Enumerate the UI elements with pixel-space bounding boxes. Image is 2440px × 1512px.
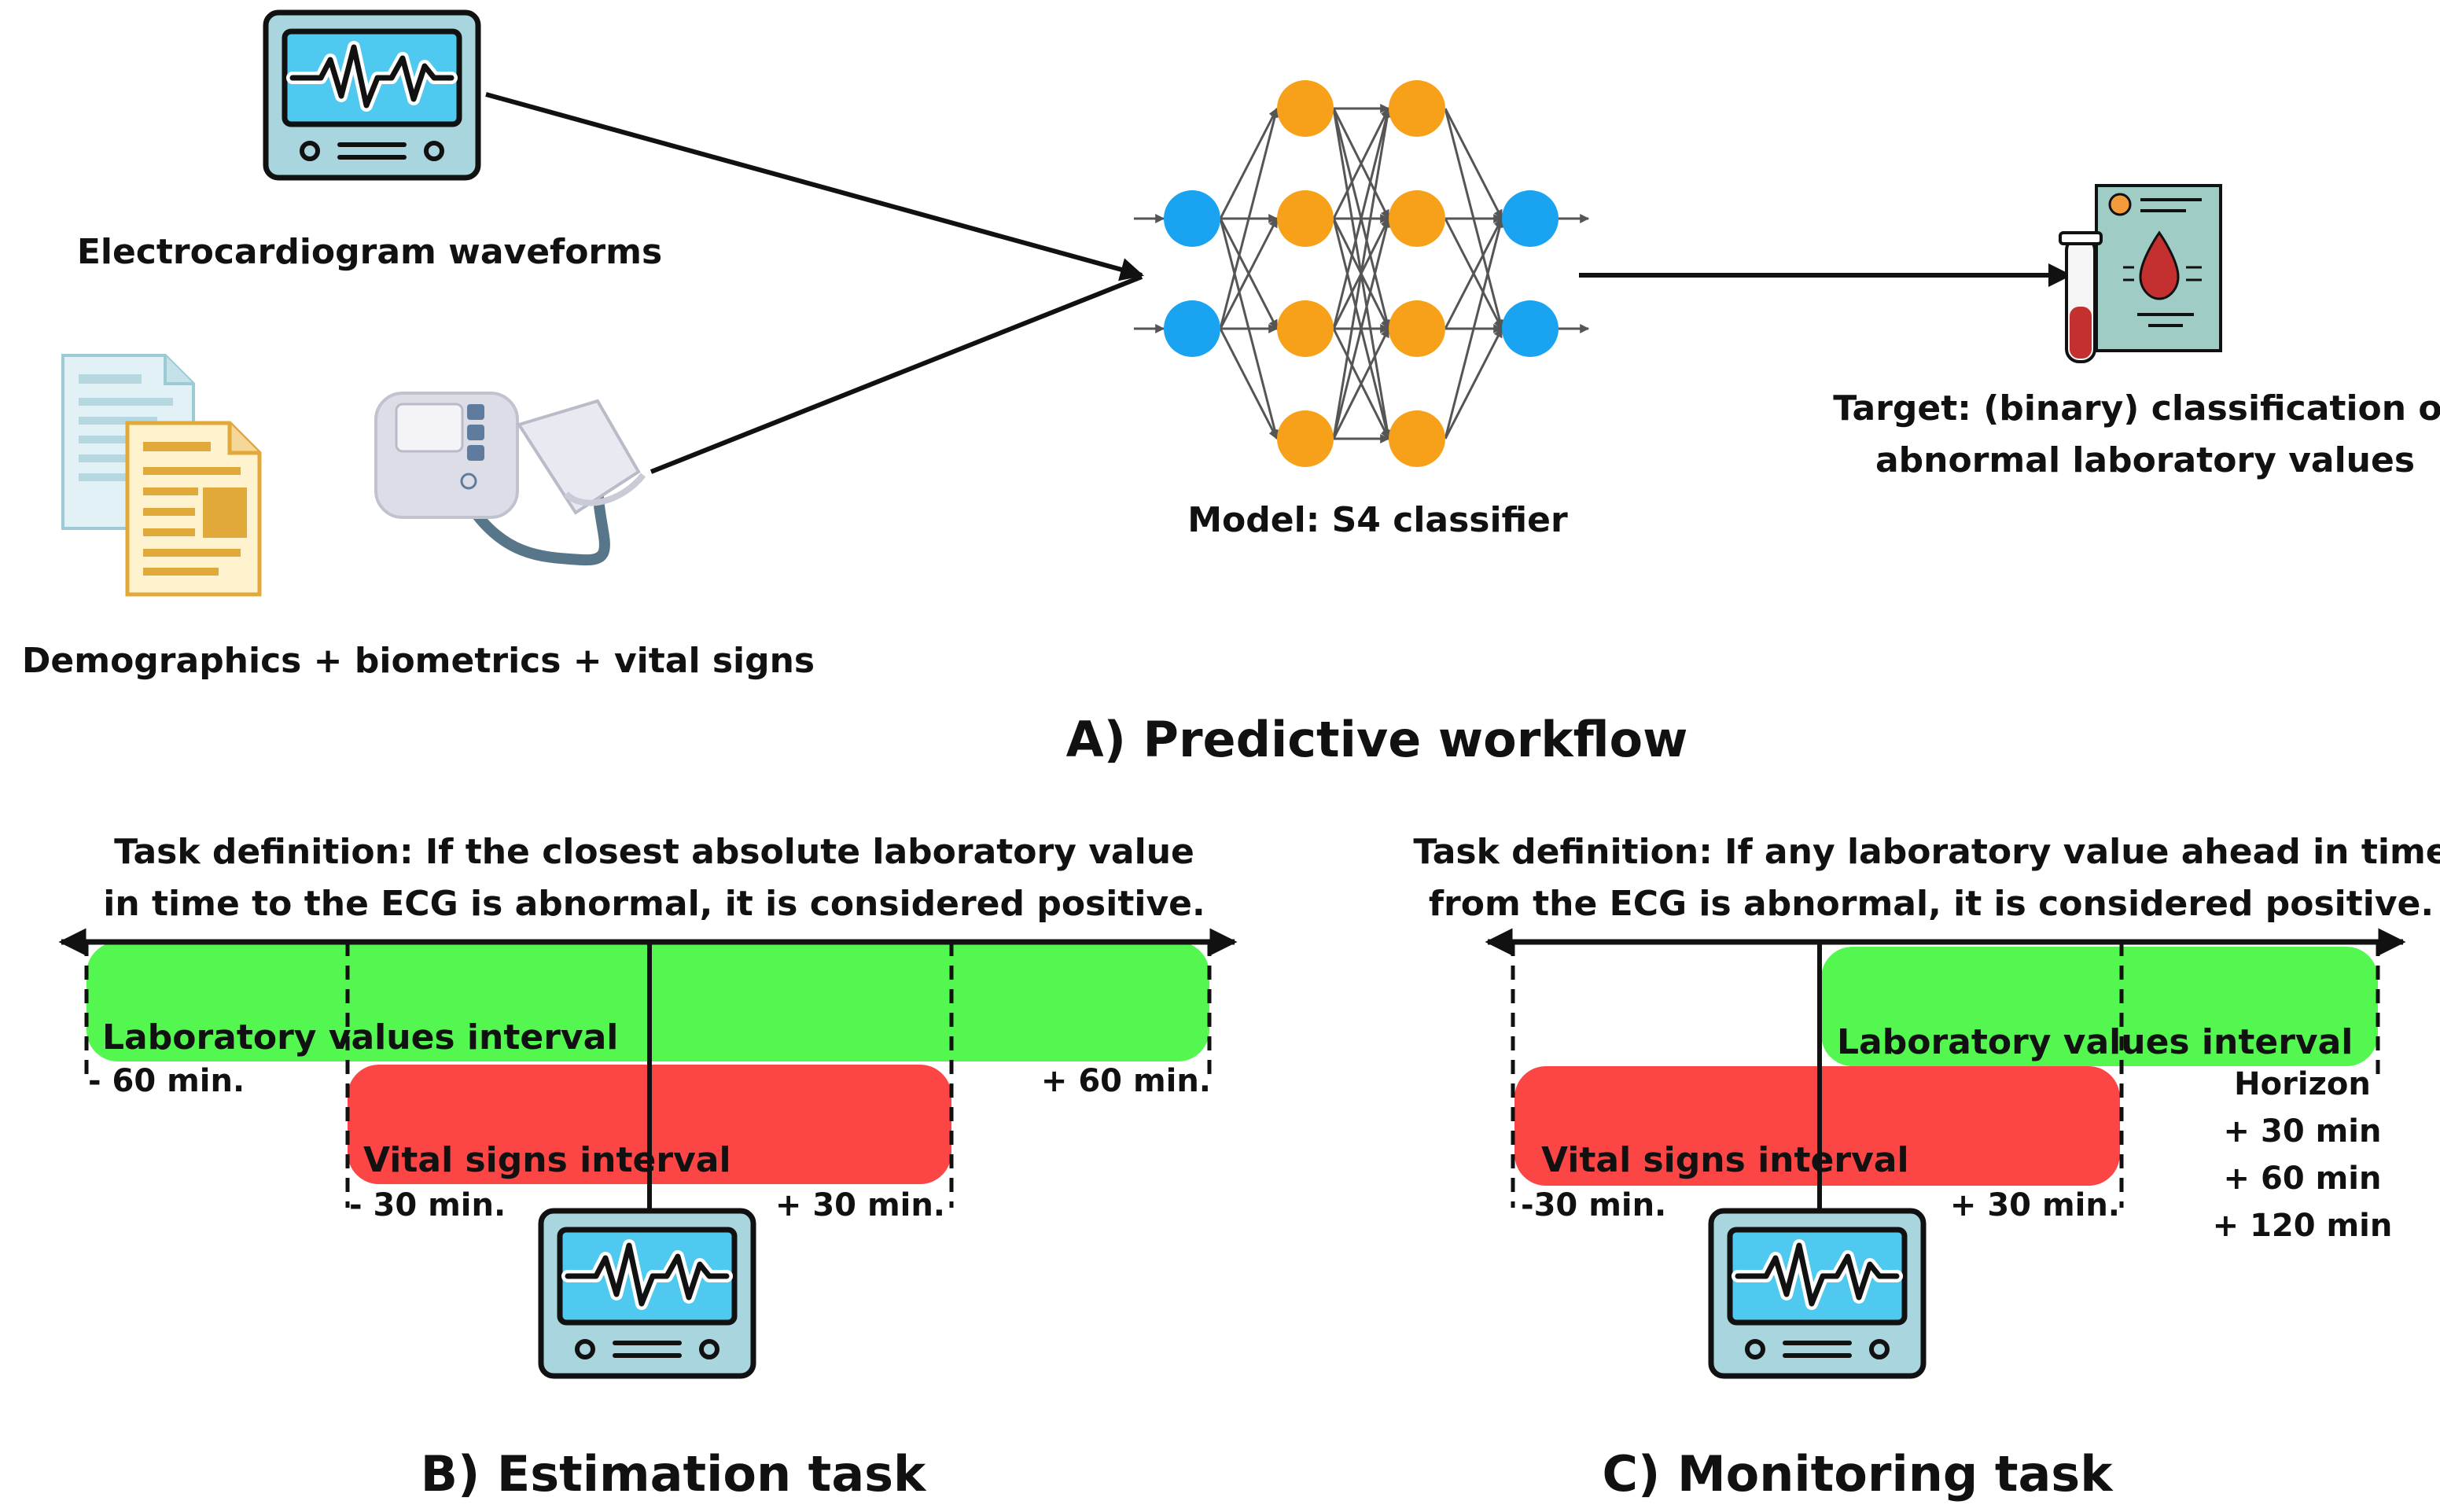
nn-io-node: [1502, 190, 1559, 247]
nn-hidden-node: [1277, 410, 1334, 467]
blood-pressure-monitor-icon: [374, 392, 646, 566]
target-label-line2: abnormal laboratory values: [1875, 440, 2415, 480]
estimation-plus30-label: + 30 min.: [775, 1187, 945, 1223]
nn-connection: [1444, 217, 1503, 329]
monitoring-lab-interval-bar: [1821, 947, 2378, 1066]
neural-network-icon: [1134, 80, 1590, 467]
nn-connection: [1332, 107, 1392, 329]
nn-connection: [1219, 107, 1279, 219]
estimation-plus60-label: + 60 min.: [1041, 1063, 1211, 1099]
estimation-minus30-label: - 30 min.: [349, 1187, 506, 1223]
nn-io-node: [1164, 300, 1220, 357]
nn-hidden-node: [1389, 300, 1445, 357]
nn-hidden-node: [1389, 80, 1445, 137]
section-a-title: A) Predictive workflow: [1066, 711, 1688, 768]
estimation-vital-interval-label: Vital signs interval: [363, 1140, 731, 1180]
document-icon: [61, 354, 262, 597]
nn-connection: [1219, 217, 1279, 329]
vitals-input-arrow: [650, 274, 1143, 474]
monitoring-definition-line1: Task definition: If any laboratory value…: [1413, 832, 2440, 872]
ecg-input-arrow: [485, 92, 1144, 281]
horizon-60: + 60 min: [2224, 1161, 2382, 1197]
horizon-title: Horizon: [2234, 1066, 2371, 1102]
horizon-30: + 30 min: [2224, 1113, 2382, 1150]
estimation-lab-interval-label: Laboratory values interval: [102, 1017, 618, 1058]
model-label: Model: S4 classifier: [1187, 500, 1568, 540]
monitoring-definition-line2: from the ECG is abnormal, it is consider…: [1429, 884, 2434, 924]
nn-connection: [1332, 107, 1390, 219]
estimation-minus60-label: - 60 min.: [88, 1063, 245, 1099]
nn-hidden-node: [1277, 300, 1334, 357]
section-c-title: C) Monitoring task: [1603, 1445, 2114, 1503]
nn-connection: [1332, 107, 1393, 440]
nn-connection: [1219, 328, 1279, 440]
nn-hidden-node: [1389, 190, 1445, 247]
nn-connection: [1444, 327, 1503, 440]
ecg-monitor-icon: [266, 13, 478, 178]
target-label-line1: Target: (binary) classification of: [1833, 388, 2440, 429]
estimation-definition-line2: in time to the ECG is abnormal, it is co…: [103, 884, 1205, 924]
section-b-title: B) Estimation task: [421, 1445, 927, 1503]
monitoring-lab-interval-label: Laboratory values interval: [1837, 1022, 2353, 1062]
nn-hidden-node: [1389, 410, 1445, 467]
demographics-label: Demographics + biometrics + vital signs: [22, 641, 815, 681]
monitoring-minus30-label: -30 min.: [1521, 1187, 1666, 1223]
monitoring-plus30-label: + 30 min.: [1950, 1187, 2120, 1223]
monitoring-vital-interval-label: Vital signs interval: [1541, 1140, 1909, 1180]
estimation-ecg-monitor-icon: [541, 1211, 753, 1376]
nn-io-node: [1502, 300, 1559, 357]
monitoring-ecg-monitor-icon: [1711, 1211, 1923, 1376]
lab-report-icon: [2059, 184, 2222, 363]
nn-connection: [1332, 217, 1392, 440]
nn-connection: [1444, 108, 1503, 220]
nn-connection: [1332, 327, 1390, 440]
nn-connection: [1444, 217, 1505, 440]
nn-connection: [1219, 107, 1280, 329]
nn-hidden-node: [1277, 190, 1334, 247]
nn-hidden-node: [1277, 80, 1334, 137]
ecg-label: Electrocardiogram waveforms: [77, 232, 662, 272]
nn-io-node: [1164, 190, 1220, 247]
estimation-definition-line1: Task definition: If the closest absolute…: [114, 832, 1194, 872]
horizon-120: + 120 min: [2213, 1208, 2393, 1244]
